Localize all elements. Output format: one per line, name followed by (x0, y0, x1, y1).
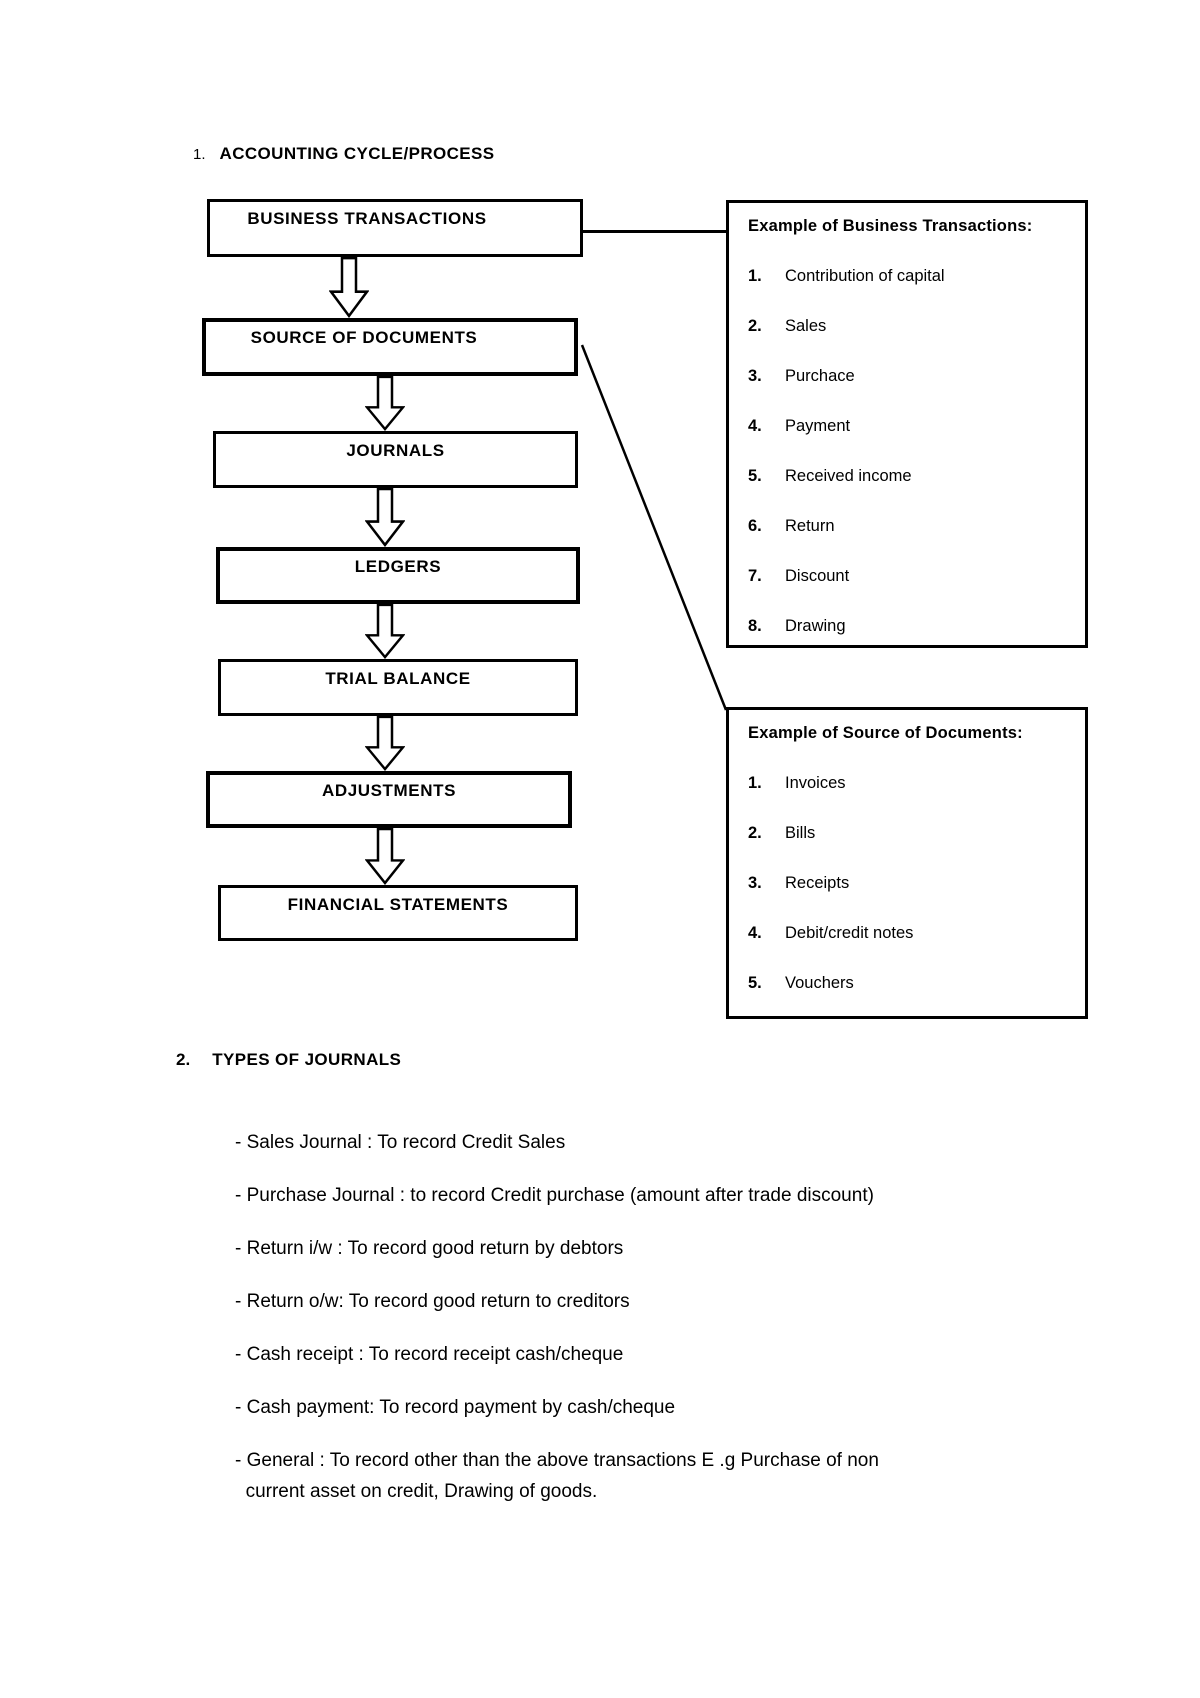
example-box-title: Example of Business Transactions: (748, 217, 1033, 235)
section-2-heading: 2. TYPES OF JOURNALS (176, 1050, 401, 1070)
item-text: Purchace (785, 367, 855, 385)
flow-box-journals: JOURNALS (213, 431, 578, 488)
item-number: 1. (748, 774, 762, 792)
list-item: 5. Received income (748, 465, 1071, 487)
item-number: 3. (748, 874, 762, 892)
item-text: Return (785, 517, 835, 535)
item-number: 2. (748, 824, 762, 842)
journal-type-cash-receipt: - Cash receipt : To record receipt cash/… (235, 1344, 624, 1365)
item-number: 5. (748, 467, 762, 485)
flow-box-trial-balance: TRIAL BALANCE (218, 659, 578, 716)
item-number: 3. (748, 367, 762, 385)
down-arrow-icon (365, 488, 405, 547)
down-arrow-icon (365, 604, 405, 659)
list-item: 2. Bills (748, 822, 1071, 844)
list-item: 3. Receipts (748, 872, 1071, 894)
item-text: Bills (785, 824, 816, 842)
item-text: Discount (785, 567, 850, 585)
down-arrow-icon (365, 716, 405, 771)
list-item: 2. Sales (748, 315, 1071, 337)
item-number: 4. (748, 417, 762, 435)
item-number: 6. (748, 517, 762, 535)
journal-type-cash-payment: - Cash payment: To record payment by cas… (235, 1397, 676, 1418)
section-1-title: ACCOUNTING CYCLE/PROCESS (219, 144, 495, 163)
item-number: 4. (748, 924, 762, 942)
list-item: 7. Discount (748, 565, 1071, 587)
item-text: Receipts (785, 874, 850, 892)
journal-type-purchase: - Purchase Journal : to record Credit pu… (235, 1185, 874, 1206)
journal-types-list: - Sales Journal : To record Credit Sales… (235, 1127, 1035, 1529)
flow-box-financial-statements: FINANCIAL STATEMENTS (218, 885, 578, 941)
list-item: 1. Contribution of capital (748, 265, 1071, 287)
item-text: Drawing (785, 617, 846, 635)
journal-type-return-inward: - Return i/w : To record good return by … (235, 1238, 624, 1259)
list-item: 4. Debit/credit notes (748, 922, 1071, 944)
item-text: Contribution of capital (785, 267, 945, 285)
list-item: 6. Return (748, 515, 1071, 537)
item-number: 5. (748, 974, 762, 992)
example-source-of-documents-box: Example of Source of Documents: 1. Invoi… (726, 707, 1088, 1019)
list-item: 1. Invoices (748, 772, 1071, 794)
list-item: 3. Purchace (748, 365, 1071, 387)
section-2-number: 2. (176, 1050, 191, 1069)
item-number: 1. (748, 267, 762, 285)
flow-box-adjustments: ADJUSTMENTS (206, 771, 572, 828)
journal-type-general: - General : To record other than the abo… (235, 1450, 879, 1502)
journal-type-return-outward: - Return o/w: To record good return to c… (235, 1291, 630, 1312)
connector-line (583, 230, 726, 233)
list-item: 4. Payment (748, 415, 1071, 437)
section-1-number: 1. (193, 146, 206, 163)
item-text: Vouchers (785, 974, 854, 992)
item-number: 2. (748, 317, 762, 335)
flow-box-business-transactions: BUSINESS TRANSACTIONS (207, 199, 583, 257)
list-item: 8. Drawing (748, 615, 1071, 637)
down-arrow-icon (329, 257, 369, 318)
item-text: Payment (785, 417, 851, 435)
flow-box-source-of-documents: SOURCE OF DOCUMENTS (202, 318, 578, 376)
section-1-heading: 1. ACCOUNTING CYCLE/PROCESS (193, 144, 495, 164)
example-business-transactions-box: Example of Business Transactions: 1. Con… (726, 200, 1088, 648)
item-text: Invoices (785, 774, 846, 792)
down-arrow-icon (365, 828, 405, 885)
down-arrow-icon (365, 376, 405, 431)
item-text: Sales (785, 317, 827, 335)
example-box-title: Example of Source of Documents: (748, 724, 1023, 742)
list-item: 5. Vouchers (748, 972, 1071, 994)
section-2-title: TYPES OF JOURNALS (212, 1050, 402, 1069)
item-number: 7. (748, 567, 762, 585)
flow-box-ledgers: LEDGERS (216, 547, 580, 604)
item-number: 8. (748, 617, 762, 635)
item-text: Debit/credit notes (785, 924, 914, 942)
item-text: Received income (785, 467, 912, 485)
journal-type-sales: - Sales Journal : To record Credit Sales (235, 1132, 566, 1153)
